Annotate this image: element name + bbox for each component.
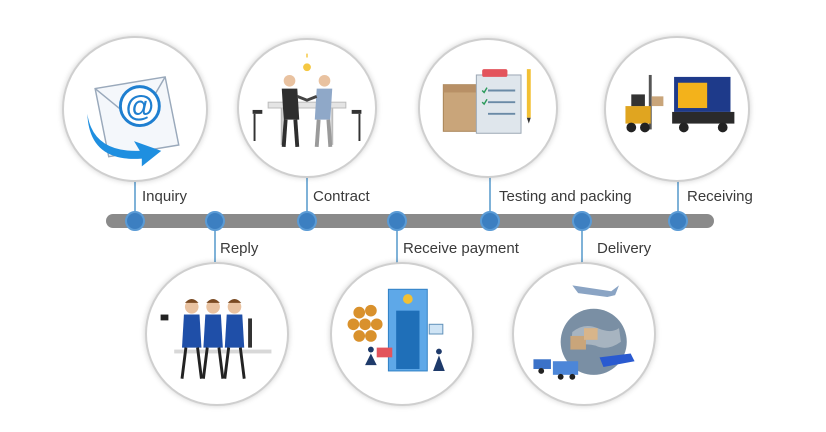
timeline-dot-testing-packing bbox=[480, 211, 500, 231]
inquiry-bubble: @ bbox=[62, 36, 208, 182]
stem-contract bbox=[306, 140, 308, 220]
timeline-dot-reply bbox=[205, 211, 225, 231]
timeline-bar bbox=[106, 214, 714, 228]
timeline-dot-receiving bbox=[668, 211, 688, 231]
timeline-dot-contract bbox=[297, 211, 317, 231]
receiving-bubble bbox=[604, 36, 750, 182]
receive-payment-bubble bbox=[330, 262, 474, 406]
forklift-truck-illustration bbox=[625, 74, 735, 133]
step-label-inquiry: Inquiry bbox=[142, 188, 188, 205]
svg-text:@: @ bbox=[126, 91, 154, 123]
payment-illustration bbox=[347, 288, 445, 372]
globe-shipping-illustration bbox=[533, 285, 635, 380]
step-label-receive-payment: Receive payment bbox=[403, 240, 519, 257]
step-label-contract: Contract bbox=[313, 188, 370, 205]
office-workers-illustration bbox=[160, 299, 272, 379]
reply-bubble bbox=[145, 262, 289, 406]
timeline-dot-receive-payment bbox=[387, 211, 407, 231]
delivery-bubble bbox=[512, 262, 656, 406]
stem-receiving bbox=[677, 150, 679, 220]
step-label-reply: Reply bbox=[220, 240, 259, 257]
email-icon: @ bbox=[87, 76, 180, 167]
handshake-illustration bbox=[252, 53, 362, 147]
step-label-delivery: Delivery bbox=[597, 240, 652, 257]
timeline-dot-delivery bbox=[572, 211, 592, 231]
step-label-testing-packing: Testing and packing bbox=[499, 188, 632, 205]
timeline-dot-inquiry bbox=[125, 211, 145, 231]
stem-receive-payment bbox=[396, 222, 398, 268]
testing-packing-bubble bbox=[418, 38, 558, 178]
stem-testing-packing bbox=[489, 145, 491, 220]
step-label-receiving: Receiving bbox=[687, 188, 753, 205]
stem-delivery bbox=[581, 222, 583, 268]
contract-bubble bbox=[237, 38, 377, 178]
package-checklist-illustration bbox=[442, 69, 531, 134]
stem-reply bbox=[214, 222, 216, 262]
